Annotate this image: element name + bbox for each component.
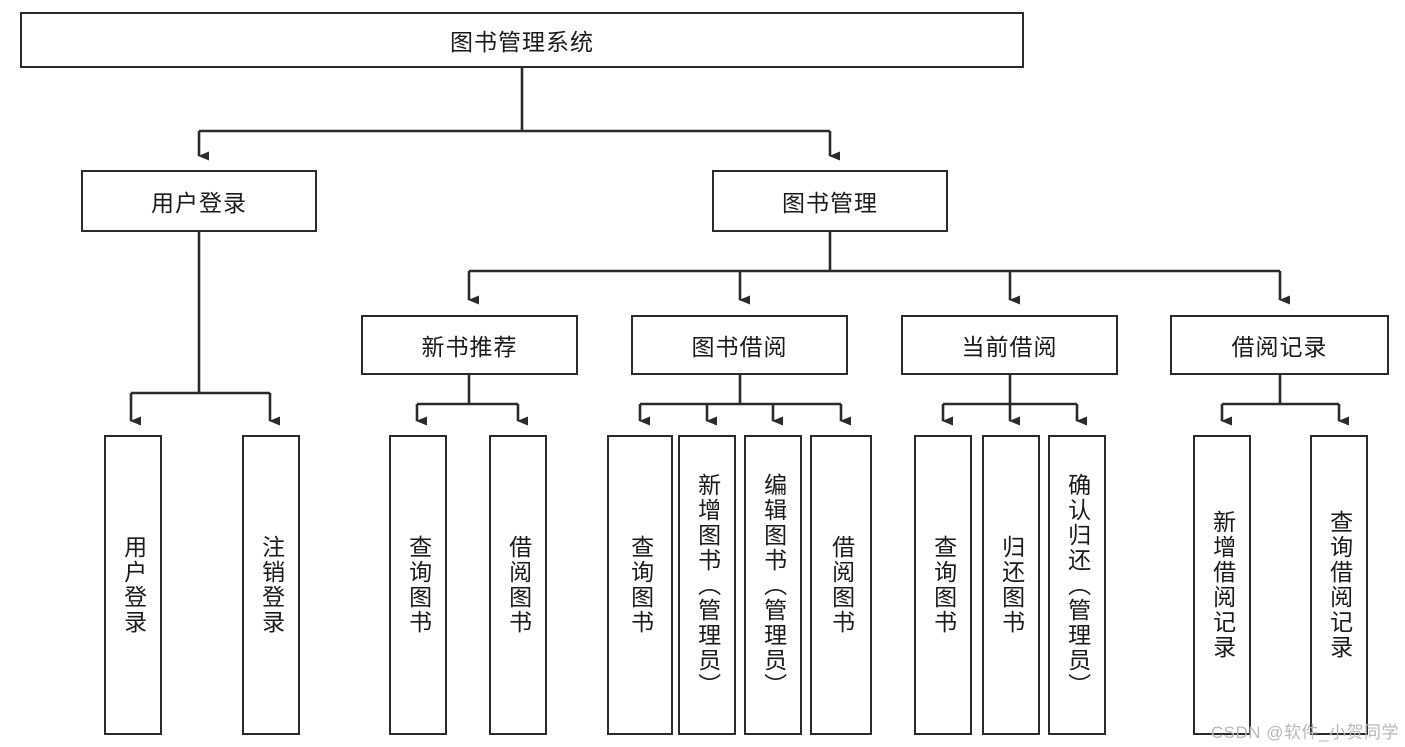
watermark: CSDN @软件_小贺同学 — [1210, 723, 1399, 742]
node-label: 图书管理 — [782, 190, 878, 216]
node-leaf-query-book-new-recommend[interactable]: 查询图书 — [389, 435, 447, 735]
node-borrow-record[interactable]: 借阅记录 — [1170, 315, 1389, 375]
node-leaf-borrow-book[interactable]: 借阅图书 — [810, 435, 872, 735]
node-leaf-return-book[interactable]: 归还图书 — [982, 435, 1040, 735]
node-label: 用户登录 — [120, 535, 147, 635]
node-leaf-confirm-return-admin[interactable]: 确认归还（管理员） — [1048, 435, 1106, 735]
node-label: 查询图书 — [627, 535, 654, 635]
node-label: 注销登录 — [258, 535, 285, 635]
node-label: 新增图书（管理员） — [694, 472, 721, 698]
node-book-management[interactable]: 图书管理 — [712, 170, 948, 232]
node-label: 查询借阅记录 — [1326, 510, 1353, 660]
node-label: 归还图书 — [998, 535, 1025, 635]
node-label: 编辑图书（管理员） — [760, 472, 787, 698]
node-label: 新书推荐 — [421, 334, 518, 360]
node-label: 借阅图书 — [505, 535, 532, 635]
node-label: 借阅图书 — [828, 535, 855, 635]
node-label: 查询图书 — [405, 535, 432, 635]
node-book-borrow[interactable]: 图书借阅 — [631, 315, 848, 375]
node-root-book-management-system[interactable]: 图书管理系统 — [20, 12, 1024, 68]
node-label: 借阅记录 — [1231, 334, 1328, 360]
node-leaf-query-borrow-record[interactable]: 查询借阅记录 — [1310, 435, 1368, 735]
node-user-login[interactable]: 用户登录 — [81, 170, 317, 232]
node-label: 当前借阅 — [961, 334, 1058, 360]
node-leaf-query-book-current[interactable]: 查询图书 — [914, 435, 972, 735]
node-leaf-add-borrow-record[interactable]: 新增借阅记录 — [1193, 435, 1251, 735]
node-label: 确认归还（管理员） — [1064, 472, 1091, 698]
node-leaf-add-book-admin[interactable]: 新增图书（管理员） — [678, 435, 736, 735]
node-leaf-query-book-borrow[interactable]: 查询图书 — [607, 435, 673, 735]
node-leaf-edit-book-admin[interactable]: 编辑图书（管理员） — [744, 435, 802, 735]
node-label: 新增借阅记录 — [1209, 510, 1236, 660]
node-label: 图书借阅 — [691, 334, 788, 360]
node-leaf-logout-login[interactable]: 注销登录 — [242, 435, 300, 735]
node-label: 查询图书 — [930, 535, 957, 635]
node-label: 图书管理系统 — [450, 29, 594, 55]
node-label: 用户登录 — [151, 190, 247, 216]
node-new-book-recommend[interactable]: 新书推荐 — [361, 315, 578, 375]
node-leaf-user-login[interactable]: 用户登录 — [104, 435, 162, 735]
node-leaf-borrow-book-new-recommend[interactable]: 借阅图书 — [489, 435, 547, 735]
node-current-borrow[interactable]: 当前借阅 — [901, 315, 1118, 375]
